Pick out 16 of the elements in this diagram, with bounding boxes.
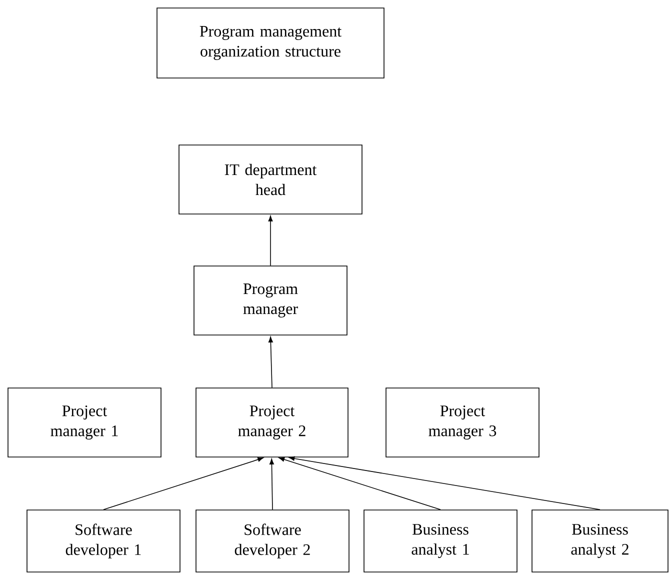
box: Business analyst 1 xyxy=(364,510,518,572)
box: Project manager 2 xyxy=(196,388,348,458)
box: Software developer 2 xyxy=(196,510,350,572)
box: Program management organization structure xyxy=(156,8,384,78)
box: Project manager 3 xyxy=(386,388,540,458)
arrow xyxy=(278,457,441,510)
box: IT department head xyxy=(178,144,362,214)
box: Project manager 1 xyxy=(8,388,162,458)
box: Program manager xyxy=(194,266,348,336)
box: Software developer 1 xyxy=(26,510,180,572)
arrow xyxy=(268,336,273,388)
arrow xyxy=(103,457,264,510)
arrow xyxy=(268,216,273,266)
arrow xyxy=(288,456,600,510)
arrow xyxy=(270,458,274,510)
box: Business analyst 2 xyxy=(532,510,668,572)
